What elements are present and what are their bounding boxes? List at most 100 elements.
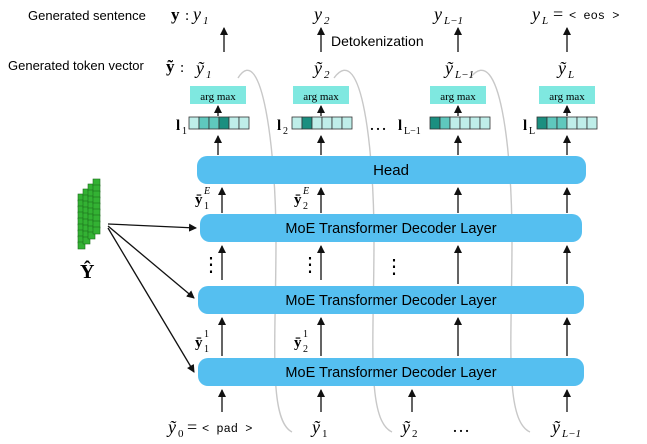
logit-l2-sub: 2 [283, 126, 288, 137]
hidden-bottom-2-sub: 2 [303, 344, 308, 355]
logit-cell [208, 116, 220, 130]
vdots-1: ⋮ [201, 254, 221, 276]
logit-cell [586, 116, 598, 130]
logit-cell [218, 116, 230, 130]
logit-lL-sub: L [529, 126, 535, 137]
input-arrows [218, 389, 571, 412]
y-bold-symbol: y [171, 5, 180, 24]
vdots-3: ⋮ [384, 256, 404, 278]
logit-cell [291, 116, 303, 130]
argmax-group: arg max arg max arg max arg max [190, 86, 595, 104]
generated-sentence-label: Generated sentence [28, 8, 146, 23]
colon-2: : [180, 60, 184, 76]
condition-arrows [107, 223, 197, 373]
input-yL1: ỹ [550, 417, 561, 437]
token-vector-L1: ỹ [443, 58, 454, 78]
logit-lL1-sub: L−1 [404, 126, 421, 137]
input-y2: ỹ [400, 417, 411, 437]
input-ellipsis: … [452, 416, 470, 436]
sentence-y2: y [312, 4, 322, 24]
logit-cell [238, 116, 250, 130]
y-tilde-bold-symbol: ỹ [166, 57, 175, 76]
hidden-top-1-sup: E [203, 186, 210, 197]
input-y0-sub: 0 [178, 428, 184, 440]
inter-layer-arrows [218, 245, 571, 356]
condition-matrix [77, 178, 101, 250]
head-arrows [214, 135, 571, 155]
input-eq: = [187, 417, 197, 437]
matrix-cell [77, 241, 86, 250]
hidden-top-1: ȳ [195, 192, 203, 208]
sentence-y1: y [191, 4, 201, 24]
logit-vectors [188, 116, 598, 130]
hidden-bottom-1-sub: 1 [204, 344, 209, 355]
argmax-label-1: arg max [200, 91, 236, 103]
logit-cell [429, 116, 441, 130]
sentence-row: y 1 y 2 y L−1 y L = < eos > [191, 4, 619, 27]
argmax-label-2: arg max [303, 91, 339, 103]
argmax-box-L: arg max [539, 86, 595, 104]
logit-cell [459, 116, 471, 130]
input-yL1-sub: L−1 [561, 428, 581, 440]
head-block: Head [197, 156, 586, 184]
argmax-label-L: arg max [549, 91, 585, 103]
argmax-label-L1: arg max [440, 91, 476, 103]
token-vector-L: ỹ [556, 58, 567, 78]
sentence-y1-sub: 1 [203, 15, 209, 27]
decoder-layer-middle-label: MoE Transformer Decoder Layer [285, 293, 496, 309]
token-vector-L1-sub: L−1 [454, 69, 474, 81]
hidden-bottom-2: ȳ [294, 335, 302, 351]
matrix-cell [87, 231, 96, 240]
logit-cell [321, 116, 333, 130]
argmax-box-1: arg max [190, 86, 246, 104]
detok-arrows [220, 27, 571, 52]
hidden-top-2-sup: E [302, 186, 309, 197]
input-y1: ỹ [310, 417, 321, 437]
token-vector-1: ỹ [194, 58, 205, 78]
logit-vector-1 [188, 116, 250, 130]
logit-ellipsis: … [369, 114, 387, 134]
token-vector-2-sub: 2 [324, 69, 330, 81]
token-vector-row: ỹ 1 ỹ 2 ỹ L−1 ỹ L [194, 58, 574, 81]
token-vector-2: ỹ [312, 58, 323, 78]
input-y1-sub: 1 [322, 428, 328, 440]
vdots-2: ⋮ [300, 254, 320, 276]
decoder-layer-top: MoE Transformer Decoder Layer [200, 214, 582, 242]
logit-cell [439, 116, 451, 130]
logit-cell [228, 116, 240, 130]
logit-l1-sub: 1 [182, 126, 187, 137]
argmax-arrows [214, 105, 571, 116]
sentence-yL1: y [432, 4, 442, 24]
token-vector-1-sub: 1 [206, 69, 212, 81]
decoder-layer-bottom-label: MoE Transformer Decoder Layer [285, 365, 496, 381]
logit-cell [566, 116, 578, 130]
input-row: ỹ 0 = < pad > ỹ 1 ỹ 2 … ỹ L−1 [166, 416, 581, 440]
matrix-cell [82, 236, 91, 245]
sentence-y2-sub: 2 [324, 15, 330, 27]
generated-token-vector-label: Generated token vector [8, 58, 145, 73]
argmax-box-L1: arg max [430, 86, 486, 104]
logit-l1: l [176, 118, 180, 134]
logit-cell [449, 116, 461, 130]
logit-cell [198, 116, 210, 130]
logit-vector-2 [291, 116, 353, 130]
matrix-cell [92, 226, 101, 235]
hidden-top-1-sub: 1 [204, 201, 209, 212]
logit-vector-L [536, 116, 598, 130]
sentence-yL: y [530, 4, 540, 24]
logit-lL1: l [398, 118, 402, 134]
layer-vdots: ⋮ ⋮ ⋮ [201, 254, 404, 278]
argmax-box-2: arg max [293, 86, 349, 104]
logit-cell [576, 116, 588, 130]
logit-cell [311, 116, 323, 130]
logit-labels: l 1 l 2 l L−1 l L [176, 118, 535, 137]
hidden-bottom-1-sup: 1 [204, 329, 209, 340]
hidden-top-2: ȳ [294, 192, 302, 208]
logit-cell [479, 116, 491, 130]
logit-l2: l [277, 118, 281, 134]
head-label: Head [373, 162, 409, 179]
input-y0: ỹ [166, 417, 177, 437]
colon-1: : [185, 8, 189, 24]
logit-cell [331, 116, 343, 130]
